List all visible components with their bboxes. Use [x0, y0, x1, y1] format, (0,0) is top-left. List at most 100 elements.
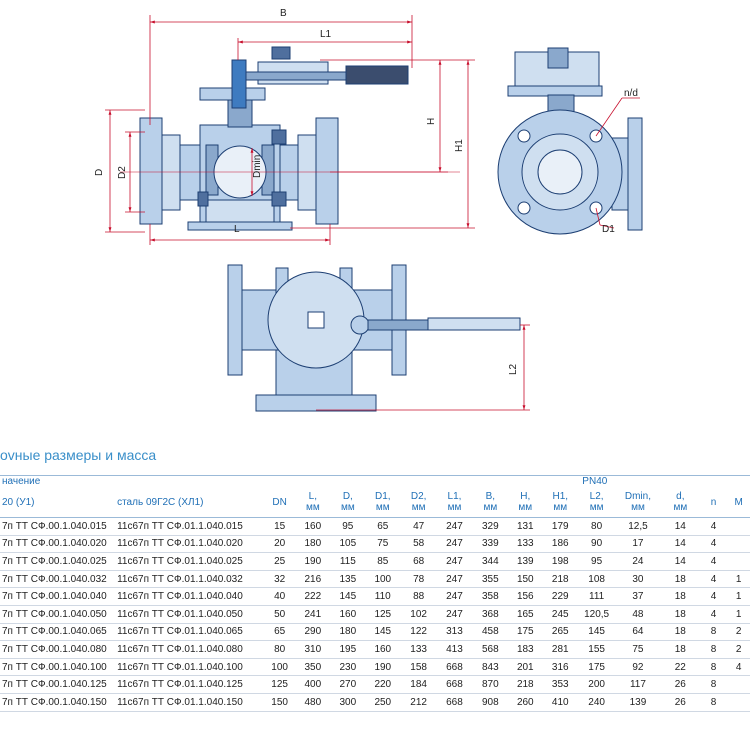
value-cell: 247 [436, 570, 473, 589]
designation-cell: 11с67п ТТ СФ.01.1.040.040 [115, 587, 265, 606]
value-cell: 281 [542, 640, 579, 659]
value-cell: 8 [699, 658, 728, 677]
value-cell: 247 [436, 517, 473, 536]
valve-technical-drawing: B L1 H H1 D D2 L Dmin n/d D1 [94, 8, 643, 412]
value-cell: 88 [400, 587, 437, 606]
value-cell: 410 [542, 693, 579, 712]
value-cell: 145 [578, 623, 616, 642]
value-cell: 212 [400, 693, 437, 712]
value-cell: 1 [727, 587, 750, 606]
value-cell: 175 [578, 658, 616, 677]
value-cell: 313 [436, 623, 473, 642]
designation-cell: 11с67п ТТ СФ.01.1.040.020 [115, 535, 265, 554]
value-cell: 4 [699, 535, 728, 554]
value-cell: 353 [542, 675, 579, 694]
value-cell: 145 [330, 587, 365, 606]
column-header: D1, мм [364, 487, 401, 518]
value-cell: 195 [330, 640, 365, 659]
value-cell: 250 [364, 693, 401, 712]
value-cell [727, 675, 750, 694]
value-cell: 339 [472, 535, 509, 554]
value-cell: 290 [294, 623, 331, 642]
value-cell: 50 [264, 605, 295, 624]
value-cell: 120,5 [578, 605, 616, 624]
value-cell: 198 [542, 552, 579, 571]
value-cell: 480 [294, 693, 331, 712]
side-view [497, 47, 643, 235]
value-cell: 4 [699, 587, 728, 606]
dim-label-l1: L1 [320, 29, 332, 40]
value-cell: 1 [727, 570, 750, 589]
value-cell: 111 [578, 587, 616, 606]
designation-cell: 11с67п ТТ СФ.01.1.040.032 [115, 570, 265, 589]
variant-header-2: сталь 09Г2С (ХЛ1) [115, 487, 265, 518]
value-cell: 413 [436, 640, 473, 659]
value-cell: 18 [660, 605, 700, 624]
value-cell: 92 [615, 658, 661, 677]
value-cell: 18 [660, 640, 700, 659]
value-cell: 64 [615, 623, 661, 642]
value-cell: 65 [264, 623, 295, 642]
value-cell: 145 [364, 623, 401, 642]
value-cell: 139 [508, 552, 543, 571]
designation-cell: 7п ТТ СФ.00.1.040.025 [0, 552, 116, 571]
value-cell: 218 [508, 675, 543, 694]
value-cell: 26 [660, 693, 700, 712]
value-cell: 247 [436, 535, 473, 554]
value-cell: 4 [727, 658, 750, 677]
column-header: D, мм [330, 487, 365, 518]
value-cell: 75 [615, 640, 661, 659]
column-header: B, мм [472, 487, 509, 518]
value-cell: 80 [578, 517, 616, 536]
pressure-header: PN40 [264, 475, 728, 487]
value-cell: 24 [615, 552, 661, 571]
value-cell: 218 [542, 570, 579, 589]
value-cell: 133 [508, 535, 543, 554]
value-cell: 165 [508, 605, 543, 624]
value-cell: 344 [472, 552, 509, 571]
value-cell: 160 [364, 640, 401, 659]
column-header: H1, мм [542, 487, 579, 518]
top-view [227, 264, 521, 412]
value-cell [727, 535, 750, 554]
value-cell: 316 [542, 658, 579, 677]
value-cell: 58 [400, 535, 437, 554]
column-header: DN [264, 487, 295, 518]
value-cell: 2 [727, 640, 750, 659]
value-cell: 32 [264, 570, 295, 589]
dim-label-d: D [94, 169, 105, 176]
value-cell: 102 [400, 605, 437, 624]
designation-cell: 7п ТТ СФ.00.1.040.040 [0, 587, 116, 606]
value-cell: 350 [294, 658, 331, 677]
designation-cell: 7п ТТ СФ.00.1.040.125 [0, 675, 116, 694]
value-cell: 30 [615, 570, 661, 589]
value-cell: 160 [330, 605, 365, 624]
designation-cell: 11с67п ТТ СФ.01.1.040.050 [115, 605, 265, 624]
value-cell: 8 [699, 640, 728, 659]
front-dimensions [105, 15, 475, 245]
value-cell: 155 [578, 640, 616, 659]
value-cell: 310 [294, 640, 331, 659]
value-cell: 668 [436, 693, 473, 712]
value-cell: 95 [330, 517, 365, 536]
section-title: ovные размеры и масса [0, 447, 157, 463]
designation-cell: 11с67п ТТ СФ.01.1.040.015 [115, 517, 265, 536]
value-cell: 139 [615, 693, 661, 712]
value-cell: 18 [660, 587, 700, 606]
value-cell: 160 [294, 517, 331, 536]
dim-label-l2: L2 [508, 363, 519, 375]
value-cell: 908 [472, 693, 509, 712]
value-cell: 355 [472, 570, 509, 589]
value-cell: 125 [264, 675, 295, 694]
value-cell: 75 [364, 535, 401, 554]
value-cell: 260 [508, 693, 543, 712]
value-cell: 4 [699, 570, 728, 589]
value-cell: 200 [578, 675, 616, 694]
value-cell: 400 [294, 675, 331, 694]
value-cell: 133 [400, 640, 437, 659]
